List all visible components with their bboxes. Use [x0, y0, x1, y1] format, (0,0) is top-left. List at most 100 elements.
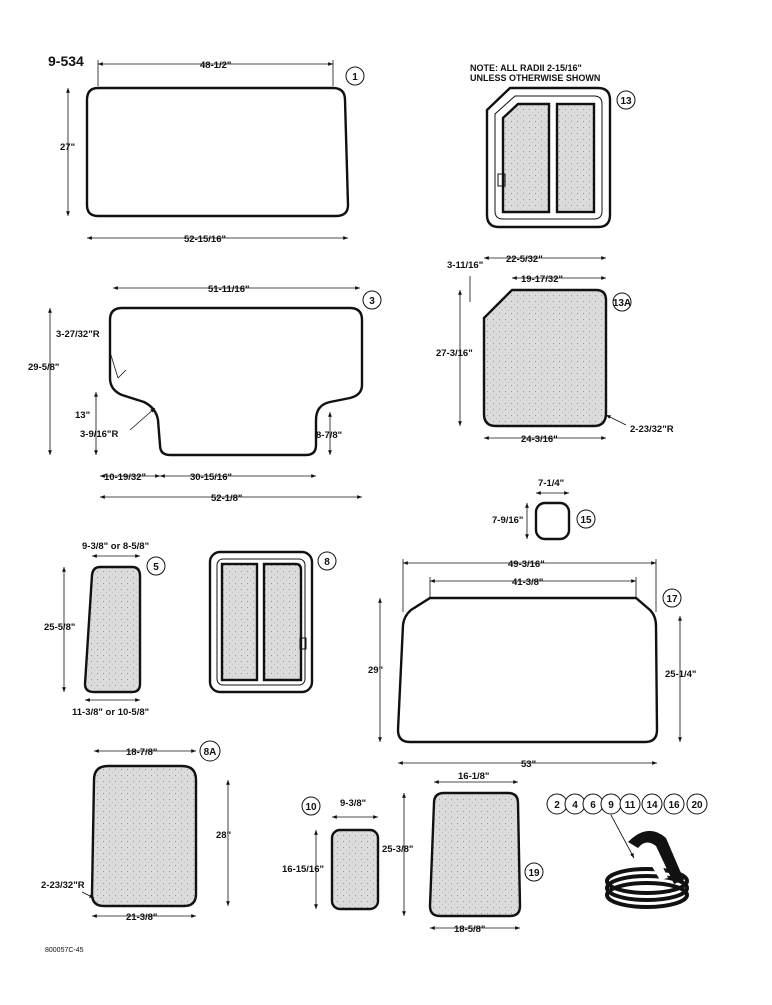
part-8-right-pane: [262, 562, 303, 682]
part-8-inner-frame: [216, 558, 306, 686]
dim-label: 41-3/8": [512, 577, 543, 588]
part-13a: 22-5/32" 3-11/16" 19-17/32" 27-3/16" 2-2…: [436, 254, 674, 445]
part-3: 51-11/16" 3-27/32"R 29-5/8" 13" 3-9/16"R…: [28, 284, 382, 504]
callout-circle: [362, 290, 382, 310]
callout-number: 11: [625, 800, 636, 811]
callout-number: 13A: [613, 298, 631, 309]
part-8a-shape: [90, 764, 198, 908]
callout-circle: [317, 551, 337, 571]
dim-label: 9-3/8": [340, 798, 366, 809]
leader-line: [605, 414, 627, 426]
part-13-latch: [497, 173, 506, 187]
callout-number: 1: [352, 72, 358, 83]
dim-label: 25-5/8": [44, 622, 75, 633]
part-8-latch: [299, 637, 307, 650]
callout-circle: [612, 292, 632, 312]
dim-label: 7-9/16": [492, 515, 523, 526]
page-number: 9-534: [48, 53, 84, 69]
part-13-inner-frame: [494, 95, 603, 220]
callout-number: 10: [305, 802, 317, 813]
dim-label: 28": [216, 830, 231, 841]
part-1: 48-1/2" 27" 52-15/16" 1: [60, 60, 365, 245]
dim-label: 7-1/4": [538, 478, 564, 489]
part-13-outer-frame: [485, 86, 612, 229]
callout-circle: [345, 66, 365, 86]
seal-profile-groove: [640, 843, 668, 880]
callout-number: 20: [691, 800, 703, 811]
dim-label: 27": [60, 142, 75, 153]
dim-label: 52-1/8": [211, 493, 242, 504]
part-8-left-pane: [220, 562, 259, 682]
callout-number: 16: [668, 800, 680, 811]
callout-number: 9: [608, 800, 614, 811]
dim-label: 3-9/16"R: [80, 429, 118, 440]
dim-label: 16-15/16": [282, 864, 324, 875]
dim-label: 21-3/8": [126, 912, 157, 923]
dim-label: 22-5/32": [506, 254, 543, 265]
callout-circle: [619, 793, 641, 815]
seal-coil-ring: [605, 881, 689, 909]
callout-number: 19: [528, 868, 540, 879]
dim-label: 11-3/8" or 10-5/8": [72, 707, 149, 718]
callout-number: 4: [572, 800, 578, 811]
seal-coil: [605, 830, 689, 909]
part-15: 7-1/4" 7-9/16" 15: [492, 478, 596, 541]
footer-code: 800057C-45: [45, 947, 84, 954]
dim-label: 16-1/8": [458, 771, 489, 782]
callout-number: 3: [369, 296, 375, 307]
dim-label: 8-7/8": [316, 430, 342, 441]
dim-label: 30-15/16": [190, 472, 232, 483]
dim-label: 3-27/32"R: [56, 329, 100, 340]
dim-label: 18-5/8": [454, 924, 485, 935]
part-19-shape: [428, 791, 522, 918]
part-13: 13: [485, 86, 636, 229]
dim-label: 24-3/16": [521, 434, 558, 445]
dim-label: 29-5/8": [28, 362, 59, 373]
part-13a-shape: [482, 288, 608, 428]
part-3-shape: [108, 306, 364, 457]
dim-label: 13": [75, 410, 90, 421]
leader-line: [109, 351, 119, 379]
dim-label: 25-3/8": [382, 844, 413, 855]
callout-circle: [301, 796, 321, 816]
callout-number: 6: [590, 800, 596, 811]
part-17-shape: [396, 596, 659, 744]
callout-number: 15: [580, 515, 592, 526]
dim-label: 2-23/32"R: [41, 880, 85, 891]
dim-label: 49-3/16": [508, 559, 545, 570]
callout-circle: [524, 862, 544, 882]
callout-number: 17: [666, 594, 678, 605]
part-13-left-pane: [501, 102, 551, 214]
callout-number: 14: [646, 800, 658, 811]
leader-line: [610, 814, 635, 859]
dim-label: 25-1/4": [665, 669, 696, 680]
part-10: 9-3/8" 16-15/16" 10: [282, 796, 380, 911]
part-19: 16-1/8" 25-3/8" 18-5/8" 19: [382, 771, 544, 935]
part-1-shape: [85, 86, 350, 218]
callout-circle: [663, 793, 685, 815]
callout-circle: [641, 793, 663, 815]
callout-circle: [146, 556, 166, 576]
dim-label: 53": [521, 759, 536, 770]
dim-label: 10-19/32": [104, 472, 146, 483]
seal-coil-ring: [605, 867, 689, 895]
dim-label: 2-23/32"R: [630, 424, 674, 435]
note-line-1: NOTE: ALL RADII 2-15/16": [470, 63, 582, 73]
dim-label: 3-11/16": [447, 260, 483, 271]
dim-label: 19-17/32": [521, 274, 563, 285]
dim-label: 48-1/2": [200, 60, 231, 71]
part-8-outer-frame: [208, 550, 314, 694]
part-10-shape: [330, 828, 380, 911]
callout-circle: [662, 588, 682, 608]
callout-number: 5: [153, 562, 159, 573]
note-line-2: UNLESS OTHERWISE SHOWN: [470, 73, 600, 83]
part-17: 49-3/16" 41-3/8" 29" 25-1/4" 53" 17: [368, 559, 696, 770]
part-8a: 18-7/8" 28" 2-23/32"R 21-3/8" 8A: [41, 740, 231, 923]
part-13-right-pane: [555, 102, 596, 214]
callout-number: 2: [554, 800, 560, 811]
callout-circle: [199, 740, 221, 762]
dim-label: 18-7/8": [126, 747, 157, 758]
leader-line: [129, 407, 156, 431]
